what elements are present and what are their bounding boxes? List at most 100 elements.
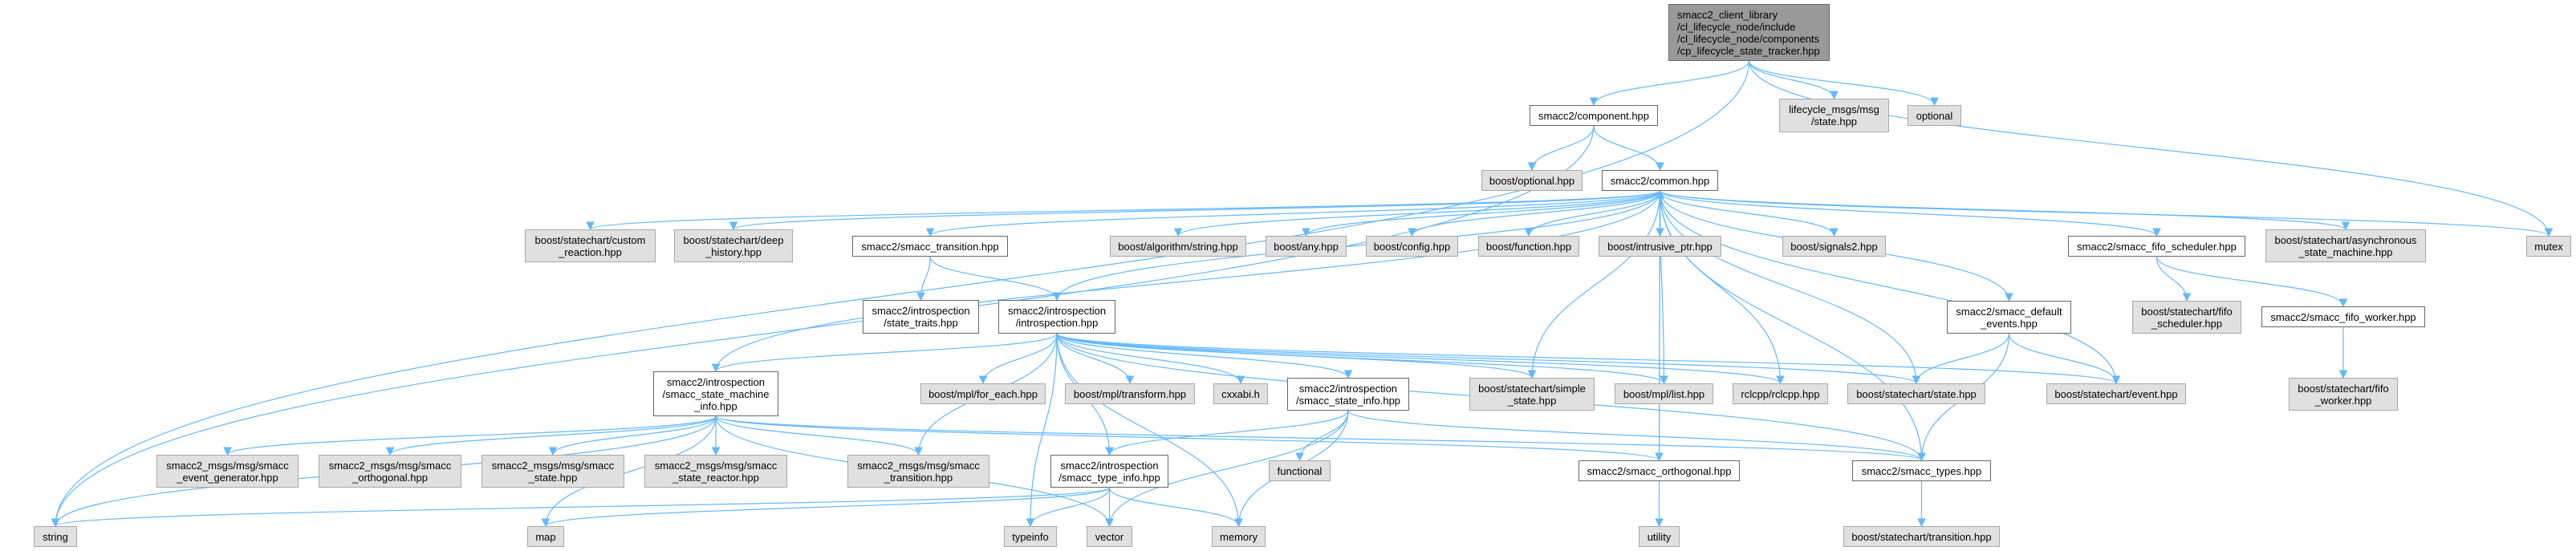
node-state-traits[interactable]: smacc2/introspection /state_traits.hpp [863,300,979,334]
node-type-info[interactable]: smacc2/introspection /smacc_type_info.hp… [1050,455,1168,488]
node-boost-fifo-scheduler: boost/statechart/fifo _scheduler.hpp [2132,301,2241,334]
edge-state-machine-info-to-msg-state [548,415,717,456]
node-msg-event-generator: smacc2_msgs/msg/smacc _event_generator.h… [156,455,299,488]
edge-common-to-any [1302,190,1661,237]
node-intrusive-ptr: boost/intrusive_ptr.hpp [1599,236,1721,257]
node-simple-state: boost/statechart/simple _state.hpp [1469,378,1595,411]
edge-introspection-to-cxxabi [1056,333,1245,385]
edge-type-info-to-typeinfo [1026,487,1111,528]
edge-introspection-to-event-hpp [1056,333,2120,385]
edge-introspection-to-state-info [1056,333,1353,379]
edge-state-info-to-smacc-types [1347,410,1926,462]
node-map: map [527,526,564,547]
edge-common-to-custom-reaction [586,190,1661,231]
edge-introspection-to-for-each [978,333,1058,385]
edge-state-machine-info-to-common [715,189,1664,372]
edge-state-info-to-type-info [1105,410,1349,456]
node-state-machine-info[interactable]: smacc2/introspection /smacc_state_machin… [653,371,778,416]
edge-common-to-smacc-types [1659,190,1926,462]
node-signals2: boost/signals2.hpp [1782,236,1886,257]
edge-introspection-to-rclcpp [1056,333,1785,385]
node-smacc-orthogonal[interactable]: smacc2/smacc_orthogonal.hpp [1579,460,1740,481]
edge-component-to-boost-optional [1527,125,1595,172]
node-root[interactable]: smacc2_client_library /cl_lifecycle_node… [1668,4,1830,61]
node-cxxabi: cxxabi.h [1213,383,1268,404]
edge-common-to-config [1408,190,1661,237]
node-introspection[interactable]: smacc2/introspection /introspection.hpp [998,300,1115,334]
edge-component-to-string [51,125,1595,528]
edge-root-to-component [1589,60,1750,107]
edge-common-to-state-hpp [1659,190,1921,385]
edge-common-to-signals2 [1659,190,1839,237]
node-lifecycle-msgs: lifecycle_msgs/msg /state.hpp [1779,99,1889,132]
node-common[interactable]: smacc2/common.hpp [1602,170,1718,191]
edge-state-machine-info-to-smacc-orthogonal [715,415,1664,462]
node-typeinfo: typeinfo [1004,526,1057,547]
node-state-info[interactable]: smacc2/introspection /smacc_state_info.h… [1287,378,1409,411]
node-rclcpp: rclcpp/rclcpp.hpp [1733,383,1828,404]
edge-common-to-rclcpp [1659,190,1785,385]
node-memory: memory [1212,526,1266,547]
node-smacc-transition[interactable]: smacc2/smacc_transition.hpp [852,236,1008,257]
edge-common-to-event-hpp [1659,190,2121,385]
edge-introspection-to-state-machine-info [711,333,1058,373]
edge-fifo-scheduler-to-boost-fifo-scheduler [2155,256,2192,302]
node-smacc-types[interactable]: smacc2/smacc_types.hpp [1852,460,1991,481]
edge-introspection-to-transform [1056,333,1135,385]
node-any: boost/any.hpp [1266,236,1347,257]
node-transition-hpp: boost/statechart/transition.hpp [1843,526,2000,547]
edge-introspection-to-memory [1056,333,1243,528]
edge-common-to-mutex [1659,190,2554,237]
node-event-hpp: boost/statechart/event.hpp [2046,383,2186,404]
node-utility: utility [1639,526,1680,547]
edge-type-info-to-map [541,487,1111,528]
edge-introspection-to-state-hpp [1056,333,1921,385]
edge-common-to-algorithm-string [1173,190,1661,237]
node-deep-history: boost/statechart/deep _history.hpp [674,229,793,262]
edge-introspection-to-typeinfo [1026,333,1058,528]
node-function: boost/function.hpp [1478,236,1579,257]
node-fifo-scheduler[interactable]: smacc2/smacc_fifo_scheduler.hpp [2068,236,2245,257]
node-component[interactable]: smacc2/component.hpp [1530,105,1658,126]
node-custom-reaction: boost/statechart/custom _reaction.hpp [525,229,656,262]
node-mutex: mutex [2526,236,2571,257]
node-transform: boost/mpl/transform.hpp [1065,383,1195,404]
node-vector: vector [1087,526,1132,547]
edge-common-to-mpl-list [1659,190,1668,385]
edge-root-to-lifecycle-msgs [1748,60,1839,100]
edge-common-to-smacc-transition [925,190,1661,237]
edge-common-to-introspection [1052,190,1661,302]
node-functional: functional [1269,460,1331,481]
node-async-sm: boost/statechart/asynchronous _state_mac… [2265,229,2426,262]
edge-component-to-common [1593,125,1664,172]
node-mpl-list: boost/mpl/list.hpp [1615,383,1713,404]
edge-state-info-to-functional [1295,410,1349,462]
edge-introspection-to-mpl-list [1056,333,1668,385]
node-boost-fifo-worker: boost/statechart/fifo _worker.hpp [2289,378,2398,411]
node-msg-transition: smacc2_msgs/msg/smacc _transition.hpp [847,455,989,488]
edge-common-to-async-sm [1659,190,2350,231]
edge-state-machine-info-to-msg-transition [715,415,923,456]
node-string: string [34,526,77,547]
node-fifo-worker[interactable]: smacc2/smacc_fifo_worker.hpp [2261,306,2425,327]
edge-state-machine-info-to-msg-event-generator [223,415,717,456]
node-msg-state-reactor: smacc2_msgs/msg/smacc _state_reactor.hpp [644,455,787,488]
node-optional: optional [1908,105,1961,126]
edge-type-info-to-string [51,487,1111,528]
node-default-events[interactable]: smacc2/smacc_default _events.hpp [1947,301,2071,334]
edge-root-to-mutex [1748,60,2554,237]
edge-fifo-scheduler-to-fifo-worker [2155,256,2348,308]
edge-smacc-transition-to-state-traits [916,256,931,302]
edge-common-to-fifo-scheduler [1659,190,2161,237]
edge-default-events-to-state-hpp [1912,333,2010,385]
edge-state-info-to-vector [1105,410,1349,528]
node-msg-orthogonal: smacc2_msgs/msg/smacc _orthogonal.hpp [319,455,461,488]
node-algorithm-string: boost/algorithm/string.hpp [1110,236,1246,257]
edge-common-to-function [1524,190,1661,237]
node-state-hpp: boost/statechart/state.hpp [1847,383,1985,404]
edge-common-to-simple-state [1527,190,1661,379]
edge-root-to-optional [1748,60,1939,107]
node-for-each: boost/mpl/for_each.hpp [920,383,1046,404]
edge-default-events-to-event-hpp [2008,333,2121,385]
